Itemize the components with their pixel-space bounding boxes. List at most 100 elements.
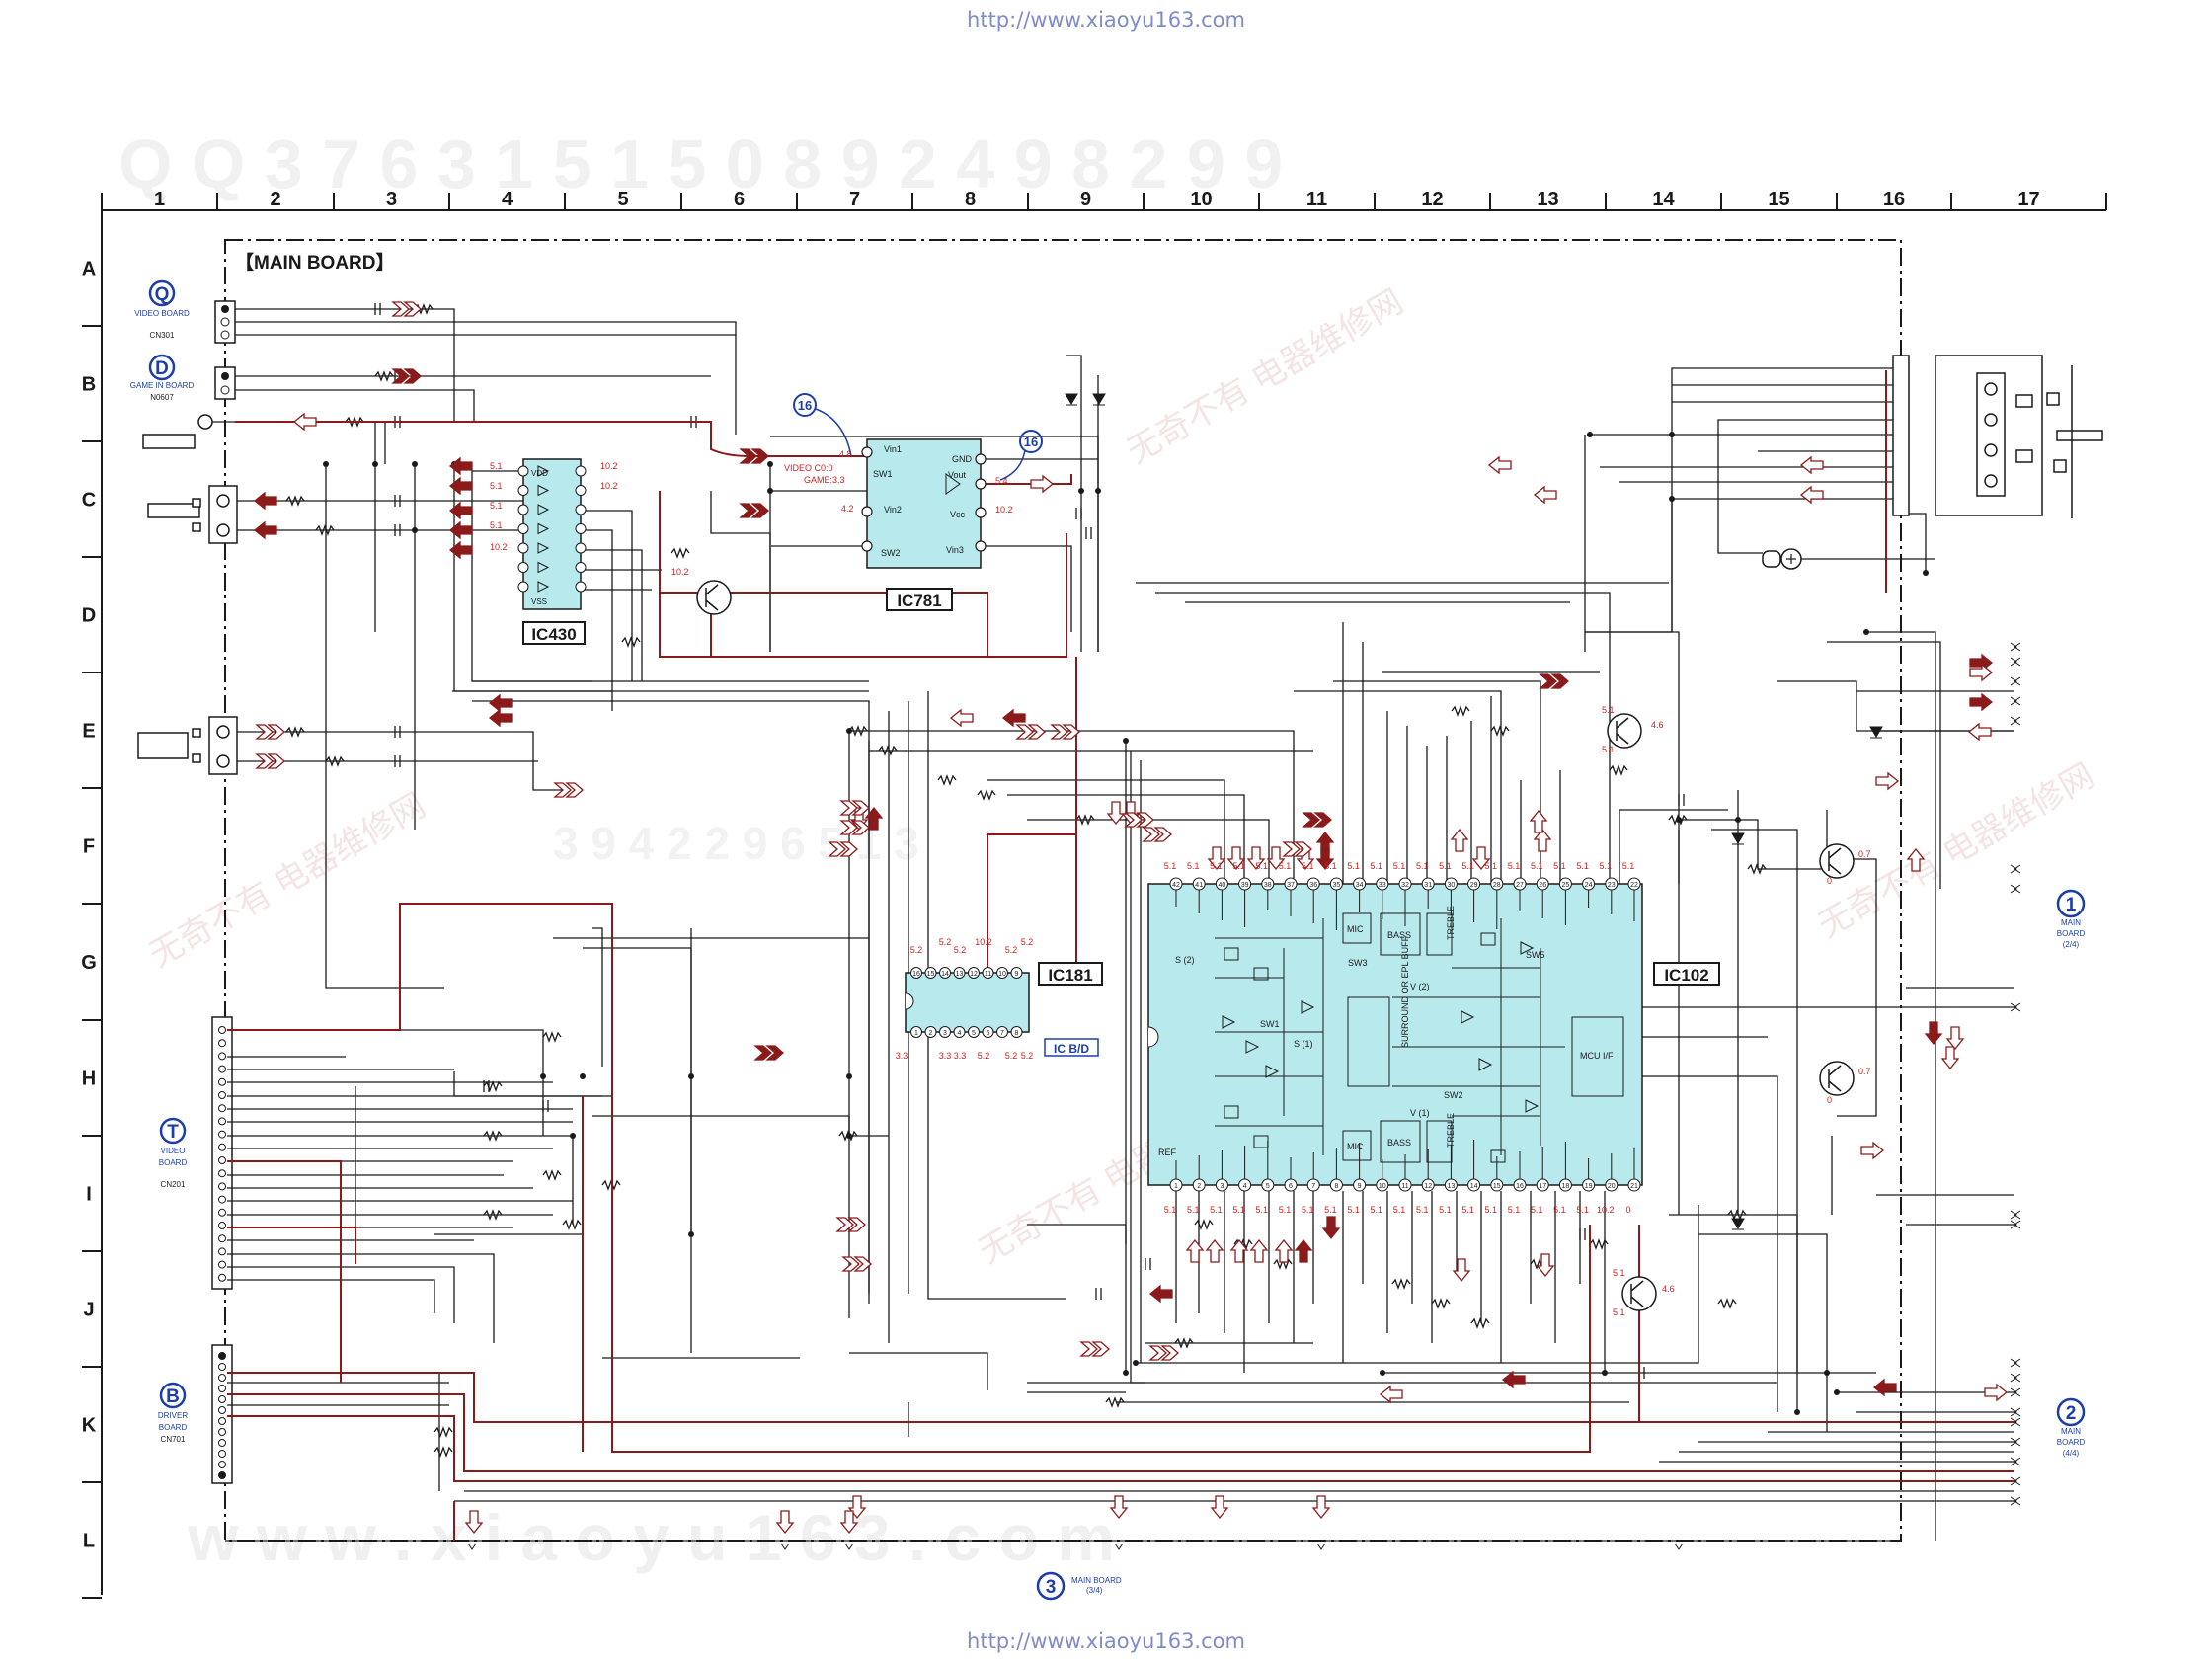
connector-1-badge <box>2056 889 2086 918</box>
ic102-v1: V (1) <box>1410 1108 1430 1118</box>
ic102-top-volt: 5.1 <box>1324 861 1337 871</box>
footer-url[interactable]: http://www.xiaoyu163.com <box>967 1629 1245 1653</box>
transistor-volt: 5.1 <box>1602 745 1615 754</box>
ic102-pin-number: 6 <box>1289 1183 1293 1190</box>
ic102-bottom-volt: 5.1 <box>1302 1205 1314 1215</box>
signal-arrow <box>292 412 317 432</box>
column-label: 2 <box>270 189 280 210</box>
ic102-bottom-volt: 5.1 <box>1416 1205 1429 1215</box>
ic430-vss: VSS <box>531 597 547 606</box>
column-label: 7 <box>849 189 860 210</box>
voltage-labels: 5.15.15.15.110.210.210.25.25.25.210.25.2… <box>490 461 1871 1317</box>
ic102-top-volt: 5.1 <box>1232 861 1245 871</box>
header-url[interactable]: http://www.xiaoyu163.com <box>967 8 1245 32</box>
ic430: VDD VSS IC430 <box>517 458 587 645</box>
ic102-bottom-volt: 5.1 <box>1531 1205 1543 1215</box>
signal-chevron <box>1124 812 1143 828</box>
signal-chevron <box>267 753 285 769</box>
ref-16-right-text: 16 <box>1024 435 1038 449</box>
signal-chevron <box>1282 841 1301 857</box>
row-label: F <box>83 836 95 858</box>
connector-2-line1: MAIN <box>2061 1427 2081 1436</box>
ic781-vin1: Vin1 <box>884 444 902 454</box>
ic102-pin-number: 4 <box>1243 1183 1247 1190</box>
transistor-volt: 0 <box>1827 1095 1832 1105</box>
ic102-pin-number: 34 <box>1356 882 1364 889</box>
connector-q-line1: VIDEO BOARD <box>134 309 190 318</box>
signal-chevron <box>750 448 769 464</box>
signal-chevron <box>255 753 274 769</box>
signal-chevron <box>1153 827 1172 842</box>
connector-t-line3: CN201 <box>161 1180 186 1189</box>
signal-arrow <box>1860 1141 1885 1160</box>
diode <box>1731 832 1745 845</box>
row-label: B <box>82 374 96 396</box>
transistor-volt: 0 <box>1827 876 1832 886</box>
signal-chevron <box>403 368 422 384</box>
diode <box>1869 726 1883 739</box>
connector-main-4of4: 2 MAIN BOARD (4/4) <box>2056 1397 2085 1458</box>
connector-right-top <box>1892 355 2103 518</box>
column-label: 12 <box>1421 189 1443 210</box>
signal-chevron <box>739 448 757 464</box>
signal-chevron <box>391 301 410 317</box>
signal-chevron <box>1148 1345 1167 1361</box>
signal-arrow <box>1379 1385 1403 1404</box>
column-label: 11 <box>1306 189 1327 210</box>
connector-b-line2: BOARD <box>159 1423 188 1432</box>
ic102-surround: SURROUND OR EPL BUFF <box>1400 935 1410 1048</box>
ic102-s1: S (1) <box>1294 1039 1313 1049</box>
connector-d: D GAME IN BOARD N0607 <box>130 354 236 402</box>
grid-frame <box>82 193 2107 1599</box>
diode <box>1092 393 1106 406</box>
connector-q-badge <box>148 279 176 307</box>
ic102-bottom-volt: 5.1 <box>1347 1205 1360 1215</box>
ic781-video-label: VIDEO C0:0 <box>784 463 833 473</box>
connector-main-2of4: 1 MAIN BOARD (2/4) <box>2056 889 2086 949</box>
ic102-top-volt: 5.1 <box>1302 861 1314 871</box>
signal-arrow <box>1875 771 1900 791</box>
ic181-pin-number: 6 <box>987 1030 990 1037</box>
signal-chevron <box>841 1256 860 1272</box>
signal-chevron <box>847 1217 866 1232</box>
transistor <box>1819 1061 1855 1096</box>
ic181-top-volt: 5.2 <box>1021 937 1034 947</box>
signal-arrow <box>1450 828 1469 852</box>
signal-arrow <box>1207 846 1226 871</box>
ic430-label: IC430 <box>531 625 576 644</box>
ic102-pin-number: 22 <box>1630 882 1638 889</box>
speaker <box>1762 548 1802 570</box>
ic102-bottom-volt: 5.1 <box>1210 1205 1223 1215</box>
transistor <box>1621 1276 1657 1311</box>
signal-chevron <box>835 1217 854 1232</box>
connector-d-letter: D <box>155 358 169 379</box>
ic102-top-volt: 5.1 <box>1279 861 1292 871</box>
signal-arrow <box>1969 692 1994 712</box>
jack-b-plug <box>142 434 196 449</box>
ic181-pin-number: 12 <box>970 971 978 978</box>
ic181-pin-number: 7 <box>1000 1030 1004 1037</box>
signal-arrow <box>1210 1495 1229 1520</box>
transistors <box>696 580 1855 1311</box>
ic781-volt-102: 10.2 <box>995 505 1013 515</box>
ic102-top-volt: 5.1 <box>1462 861 1474 871</box>
connector-b-line3: CN701 <box>161 1435 186 1444</box>
ic181-pin-number: 14 <box>941 971 949 978</box>
ic102-s2: S (2) <box>1175 955 1195 965</box>
signal-arrow <box>1321 1216 1341 1240</box>
ic102-pin-number: 32 <box>1401 882 1409 889</box>
ic102-pin-number: 1 <box>1174 1183 1178 1190</box>
connector-t-line1: VIDEO <box>161 1147 186 1155</box>
transistor-volt: 0.7 <box>1858 1067 1871 1076</box>
row-label: L <box>83 1531 95 1552</box>
signal-arrow <box>1274 1238 1294 1263</box>
signal-chevron <box>403 301 422 317</box>
ic102-top-volt: 5.1 <box>1187 861 1200 871</box>
signal-arrow <box>1872 1378 1897 1397</box>
ic181-pin-number: 15 <box>927 971 935 978</box>
signal-arrow <box>1924 1021 1943 1046</box>
signal-arrow <box>864 806 884 831</box>
ic102-pin-number: 29 <box>1470 882 1478 889</box>
